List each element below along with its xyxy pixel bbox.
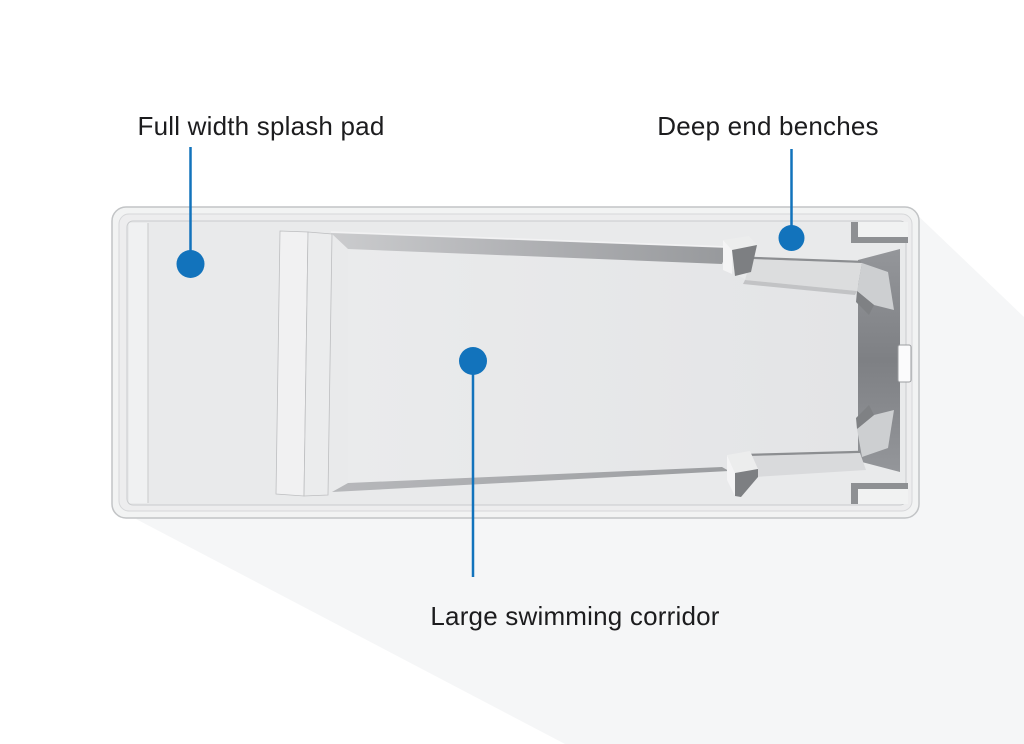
end-wall-niche <box>897 344 912 383</box>
deep-end-benches <box>723 236 894 497</box>
corner-notch-top <box>851 222 908 243</box>
splash-pad <box>129 223 149 503</box>
corridor-bottom-wall <box>332 467 729 492</box>
corner-notch-bottom <box>851 483 908 504</box>
swimming-corridor-label: Large swimming corridor <box>430 601 720 631</box>
corridor-marker-dot <box>459 347 487 375</box>
deep-end-benches-label: Deep end benches <box>657 111 879 141</box>
splash-pad-label: Full width splash pad <box>137 111 385 141</box>
entry-steps <box>275 230 333 497</box>
corridor-top-wall <box>330 231 730 264</box>
benches-marker-dot <box>778 225 805 251</box>
corridor-floor <box>348 249 859 483</box>
splash-pad-marker-dot <box>176 250 205 278</box>
callout-markers <box>176 147 805 577</box>
